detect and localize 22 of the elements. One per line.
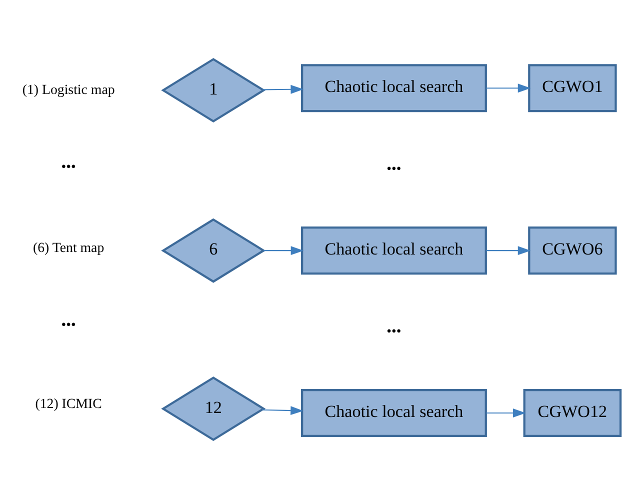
label: ••• <box>61 160 76 175</box>
node-box: Chaotic local search <box>301 388 487 438</box>
label: ••• <box>386 324 402 340</box>
node-diamond: 1 <box>161 58 266 123</box>
node-box: Chaotic local search <box>301 64 487 112</box>
arrow <box>264 246 304 256</box>
arrow <box>486 408 526 418</box>
node-diamond: 6 <box>161 218 266 283</box>
arrow <box>262 406 304 416</box>
node-diamond: 12 <box>161 376 266 441</box>
label: (6) Tent map <box>32 241 104 256</box>
node-box: Chaotic local search <box>301 226 487 275</box>
arrow <box>486 246 531 256</box>
arrow <box>262 84 304 94</box>
node-box: CGWO1 <box>528 64 617 112</box>
label: (12) ICMIC <box>35 397 102 412</box>
label: ••• <box>386 162 402 177</box>
node-box: CGWO12 <box>523 388 622 438</box>
node-box: CGWO6 <box>528 226 617 275</box>
arrow <box>486 84 531 93</box>
label: ••• <box>61 318 76 334</box>
label: (1) Logistic map <box>22 82 115 98</box>
